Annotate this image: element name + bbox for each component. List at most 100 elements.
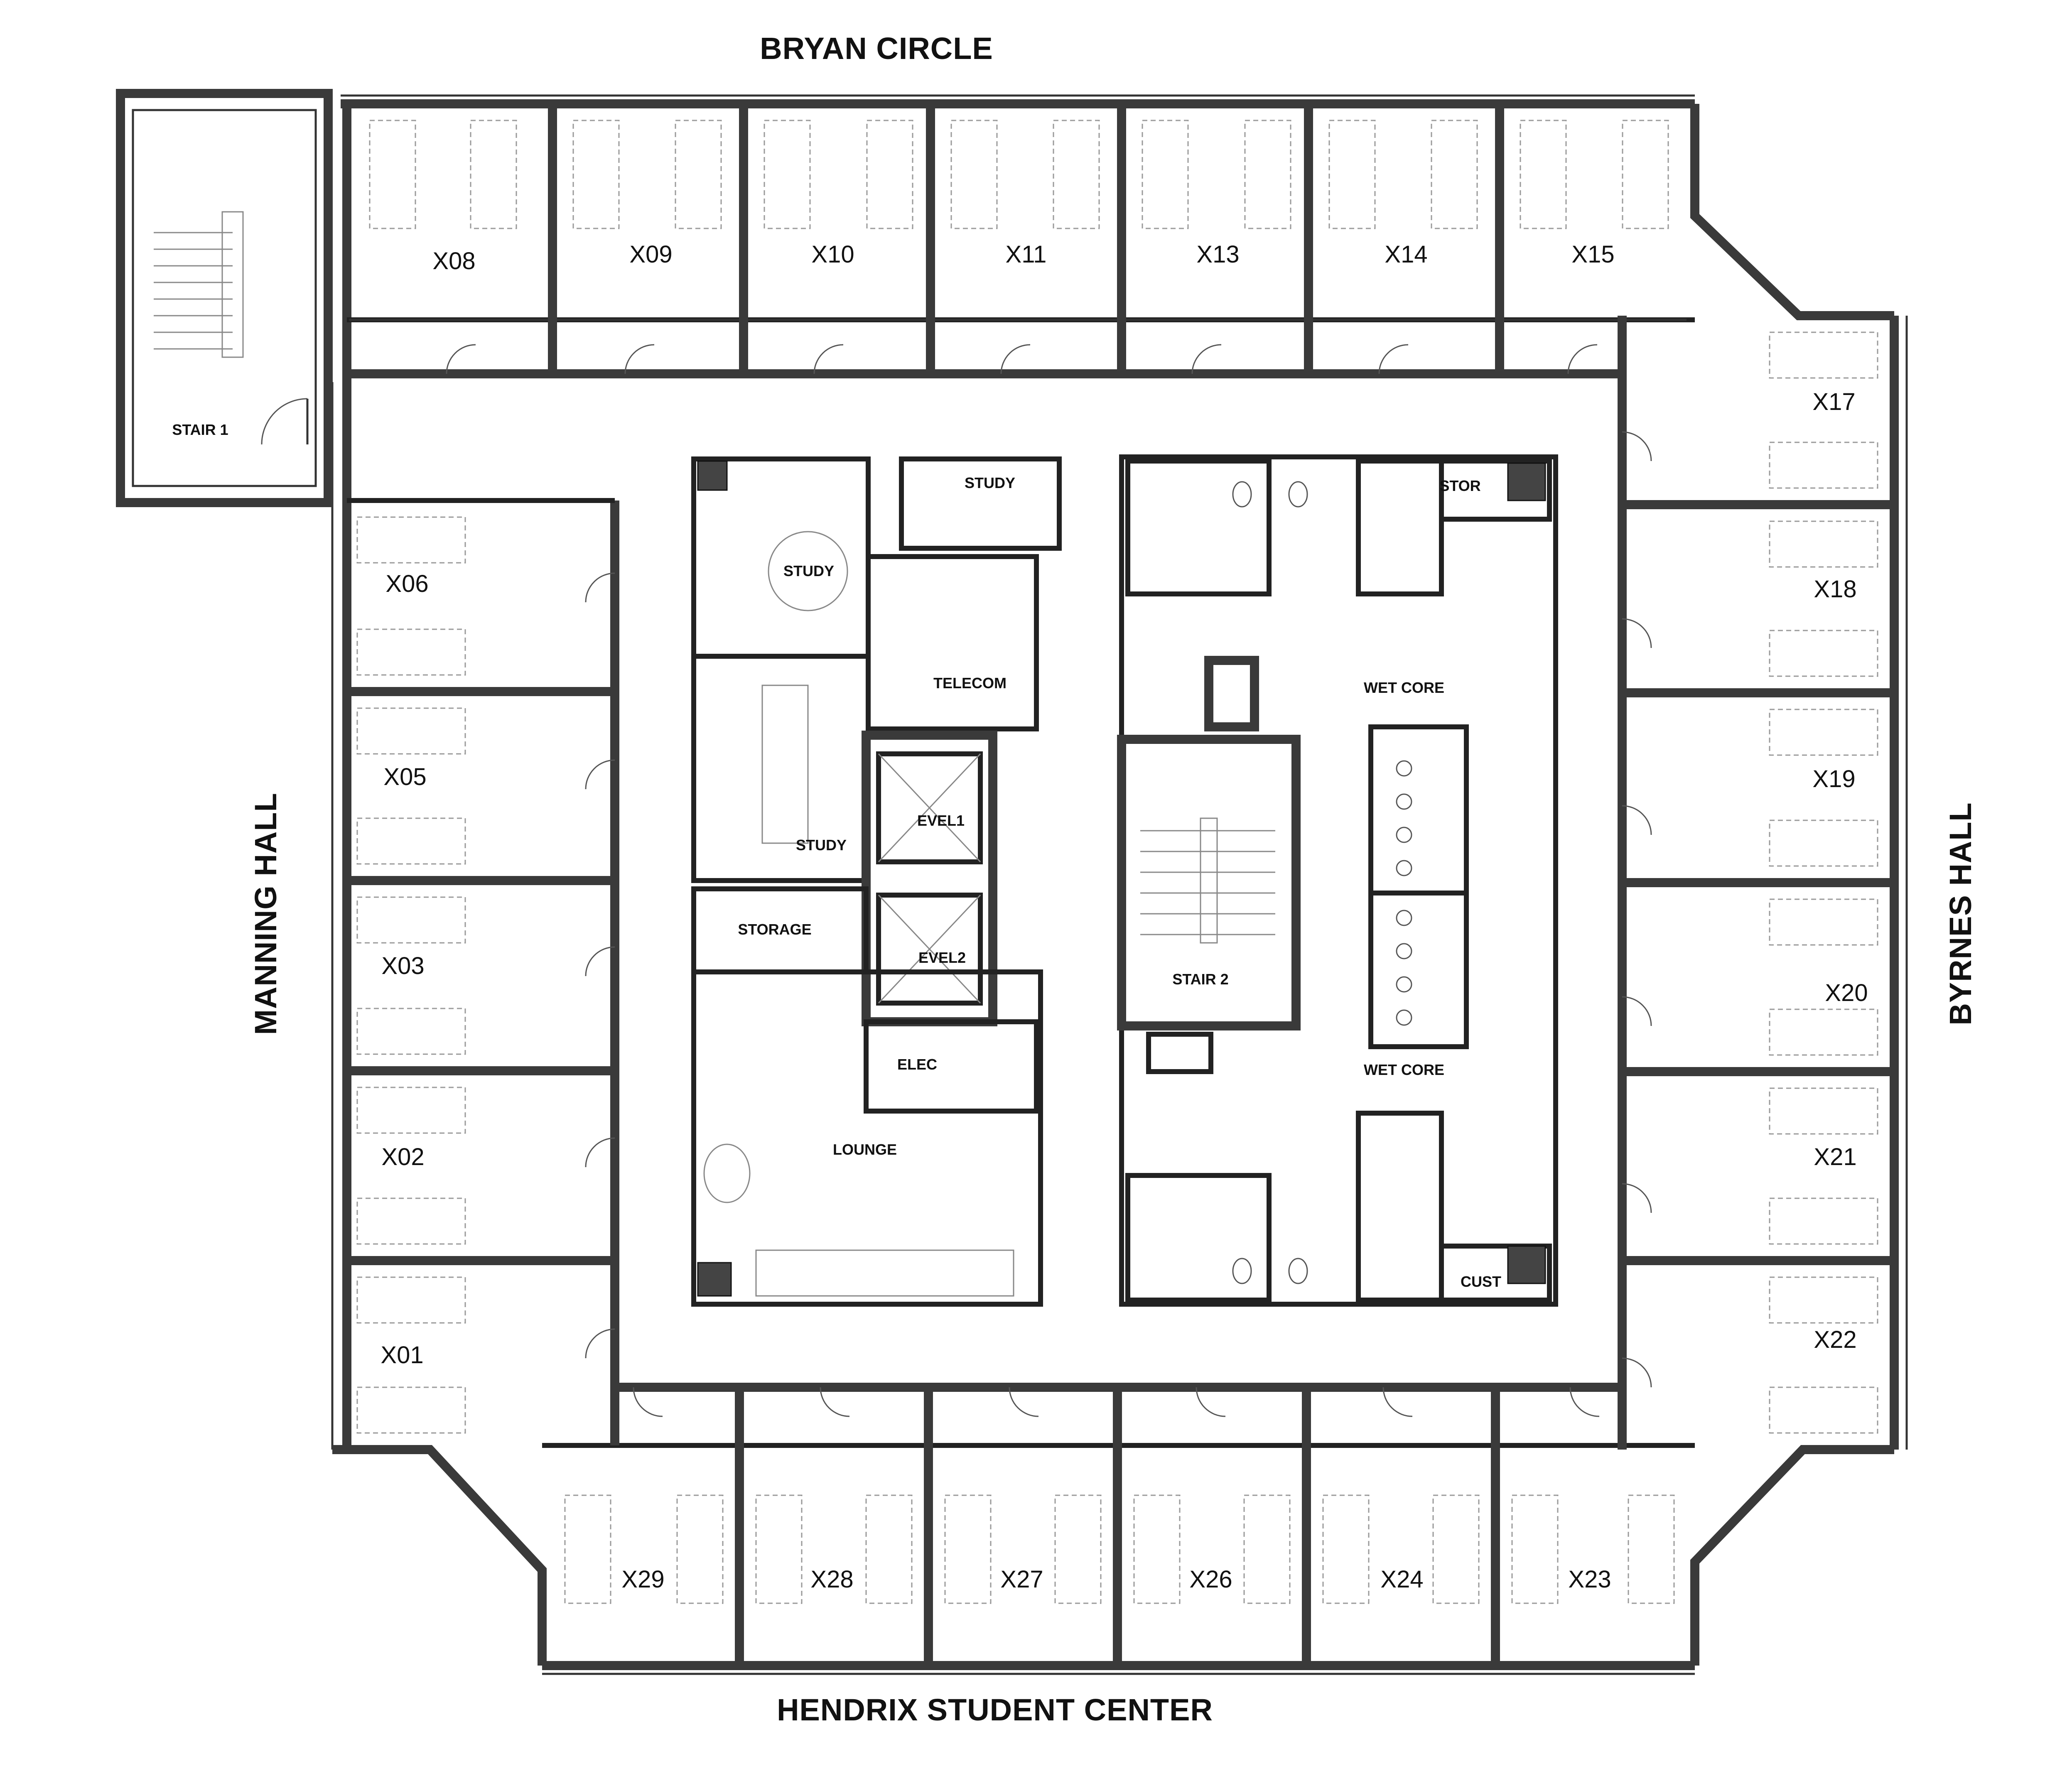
evel1-label: EVEL1 <box>917 812 965 829</box>
bed <box>865 1494 913 1604</box>
south-partitions <box>564 1387 1675 1666</box>
room-label: X28 <box>810 1566 853 1593</box>
bed <box>356 516 466 564</box>
bed <box>1432 1494 1480 1604</box>
bed <box>1133 1494 1181 1604</box>
bed <box>356 1386 466 1434</box>
bed <box>1520 120 1567 229</box>
study-small-label: STUDY <box>965 474 1015 491</box>
stair1-annex <box>116 89 333 507</box>
room-label: X02 <box>381 1143 424 1170</box>
bed <box>470 120 517 229</box>
east-room-labels: X17 X18 X19 X20 X21 X22 <box>1812 388 1868 1353</box>
bed <box>866 120 913 229</box>
room-label: X14 <box>1385 241 1427 268</box>
bed <box>1769 1087 1878 1135</box>
bed <box>1243 1494 1291 1604</box>
north-partitions <box>369 104 1669 374</box>
bed <box>356 628 466 676</box>
study-round-label: STUDY <box>783 562 834 579</box>
room-label: X06 <box>385 570 428 597</box>
room-label: X11 <box>1006 241 1047 268</box>
room-label: X09 <box>629 241 672 268</box>
bed <box>944 1494 992 1604</box>
core-right-block <box>1117 454 1558 1307</box>
bed <box>356 896 466 944</box>
bed <box>369 120 416 229</box>
bed <box>356 1008 466 1055</box>
wet-core-top-label: WET CORE <box>1364 679 1444 696</box>
room-label: X01 <box>381 1342 423 1369</box>
telecom-label: TELECOM <box>933 675 1007 692</box>
stair1-label: STAIR 1 <box>172 421 228 438</box>
bed <box>356 1087 466 1134</box>
lounge-label: LOUNGE <box>833 1141 897 1158</box>
bed <box>1054 1494 1102 1604</box>
bed <box>1622 120 1669 229</box>
bed <box>1769 331 1878 379</box>
north-room-labels: X08 X09 X10 X11 X13 X14 X15 <box>432 241 1614 275</box>
south-room-labels: X29 X28 X27 X26 X24 X23 <box>621 1566 1611 1593</box>
storage-label: STORAGE <box>738 921 811 938</box>
bed <box>763 120 811 229</box>
bed <box>572 120 620 229</box>
bed <box>1769 520 1878 568</box>
elec-label: ELEC <box>897 1056 937 1073</box>
street-label-north: BRYAN CIRCLE <box>760 31 993 66</box>
room-label: X08 <box>432 248 475 275</box>
evel2-label: EVEL2 <box>918 949 966 966</box>
room-label: X10 <box>811 241 854 268</box>
bed <box>1769 1386 1878 1434</box>
room-label: X26 <box>1189 1566 1232 1593</box>
west-room-band <box>347 498 619 1445</box>
room-label: X15 <box>1571 241 1614 268</box>
room-label: X24 <box>1380 1566 1423 1593</box>
stair2-label: STAIR 2 <box>1172 971 1228 988</box>
bed <box>1511 1494 1559 1604</box>
stor-label: STOR <box>1439 477 1480 494</box>
room-label: X21 <box>1814 1143 1856 1170</box>
bed <box>1322 1494 1370 1604</box>
cust-label: CUST <box>1461 1273 1501 1290</box>
room-label: X17 <box>1812 388 1855 415</box>
room-label: X05 <box>383 763 426 790</box>
bed <box>1328 120 1376 229</box>
room-label: X27 <box>1000 1566 1043 1593</box>
street-label-east: BYRNES HALL <box>1943 802 1978 1025</box>
bed <box>356 1197 466 1245</box>
bed <box>1769 442 1878 489</box>
core-labels: STAIR 1 STUDY STUDY TELECOM STUDY EVEL1 … <box>172 421 1501 1290</box>
room-label: X18 <box>1814 576 1856 603</box>
east-partitions <box>1622 331 1894 1434</box>
room-label: X29 <box>621 1566 664 1593</box>
bed <box>356 1276 466 1324</box>
room-label: X20 <box>1825 979 1868 1006</box>
bed <box>950 120 998 229</box>
room-label: X03 <box>381 952 424 979</box>
bed <box>1769 1197 1878 1245</box>
west-room-labels: X06 X05 X03 X02 X01 <box>381 570 428 1369</box>
bed <box>1431 120 1478 229</box>
north-room-band <box>347 317 1695 378</box>
bed <box>1053 120 1100 229</box>
bed <box>755 1494 803 1604</box>
bed <box>1769 1008 1878 1056</box>
study-large-label: STUDY <box>796 837 847 854</box>
west-partitions <box>347 516 615 1434</box>
bed <box>1769 819 1878 867</box>
bed <box>1244 120 1291 229</box>
bed <box>564 1494 611 1604</box>
bed <box>1628 1494 1675 1604</box>
bed <box>676 1494 724 1604</box>
bed <box>675 120 722 229</box>
bed <box>1769 630 1878 677</box>
wet-core-bottom-label: WET CORE <box>1364 1061 1444 1078</box>
street-label-south: HENDRIX STUDENT CENTER <box>777 1693 1213 1727</box>
room-label: X23 <box>1568 1566 1611 1593</box>
room-label: X22 <box>1814 1326 1856 1353</box>
bed <box>1769 898 1878 946</box>
bed <box>356 817 466 865</box>
corridor-door-swings <box>446 344 1652 1417</box>
core-left-block <box>691 456 1062 1307</box>
